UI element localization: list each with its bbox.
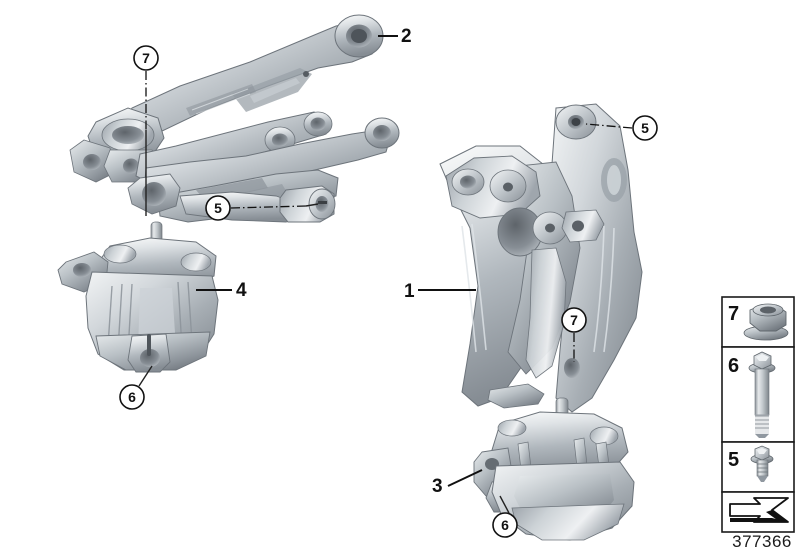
leader-lines <box>138 35 633 514</box>
leader-circle-5-lower-ext <box>305 203 319 207</box>
legend-box-7[interactable]: 7 <box>721 296 795 348</box>
callout-2: 2 <box>401 26 412 47</box>
diagram-number: 377366 <box>732 532 792 551</box>
flange-nut-icon <box>743 303 789 341</box>
circle-6-left-mount: 6 <box>119 384 145 410</box>
legend-label-6: 6 <box>728 355 739 377</box>
leader-circle-6-right <box>499 495 510 514</box>
part-lower-control-arm <box>127 117 400 223</box>
legend-box-5[interactable]: 5 <box>721 441 795 493</box>
leader-3 <box>447 469 483 487</box>
short-flange-bolt-icon <box>750 445 774 482</box>
leader-circle-6-left <box>138 365 153 387</box>
circle-7-bracket: 7 <box>561 307 587 333</box>
callout-4: 4 <box>236 280 247 301</box>
legend-label-5: 5 <box>728 449 739 471</box>
legend-label-7: 7 <box>728 303 739 325</box>
leader-circle-5-lower <box>230 205 307 209</box>
circle-5-lower-arm-label: 5 <box>214 200 222 216</box>
circle-7-upper-arm-label: 7 <box>142 50 150 66</box>
circle-5-lower-arm: 5 <box>205 195 231 221</box>
circle-6-right-mount: 6 <box>492 512 518 538</box>
circle-7-upper-arm: 7 <box>133 45 159 71</box>
circled-callouts: 7 5 6 5 7 6 <box>119 45 658 538</box>
circle-5-bracket: 5 <box>632 115 658 141</box>
legend-box-6[interactable]: 6 <box>721 346 795 443</box>
callout-1: 1 <box>404 281 415 302</box>
legend-box-arrow[interactable] <box>721 491 795 533</box>
direction-arrow-icon <box>729 497 789 523</box>
part-left-engine-mount <box>57 221 219 373</box>
circle-5-bracket-label: 5 <box>641 120 649 136</box>
callout-3: 3 <box>432 476 443 497</box>
circle-6-left-mount-label: 6 <box>128 389 136 405</box>
leader-circle-5-bracket <box>585 123 633 129</box>
circle-7-bracket-label: 7 <box>570 312 578 328</box>
circle-6-right-mount-label: 6 <box>501 517 509 533</box>
legend-panel: 7 6 <box>721 296 795 551</box>
callout-numbers: 2 1 3 4 <box>236 26 443 497</box>
part-right-engine-mount <box>473 397 635 541</box>
long-flange-bolt-icon <box>748 351 776 438</box>
part-engine-support-bracket <box>439 103 643 413</box>
